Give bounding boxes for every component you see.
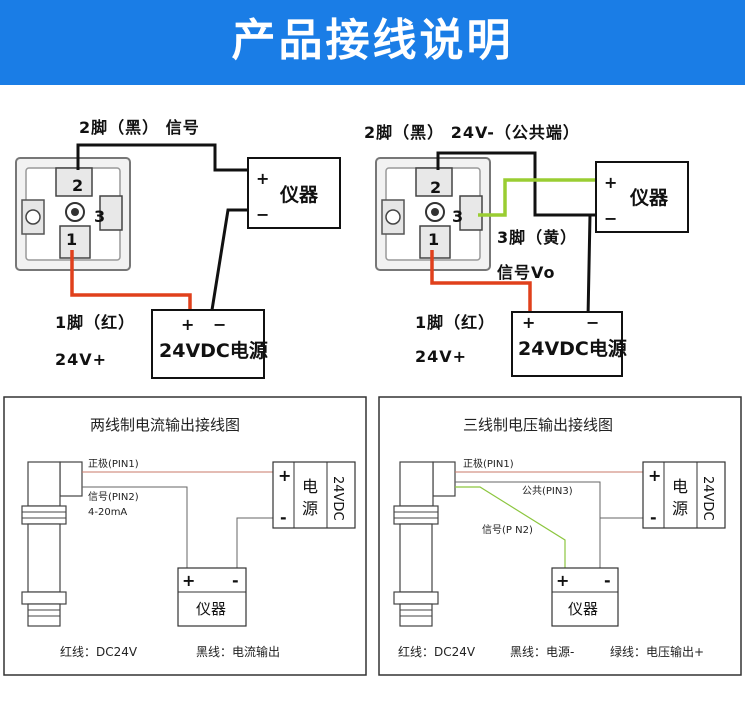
legend-green: 绿线：电压输出+ bbox=[610, 644, 704, 659]
signal-wire bbox=[82, 486, 188, 568]
instrument-minus: − bbox=[604, 209, 618, 228]
legend-black: 黑线：电源- bbox=[510, 645, 574, 659]
black-wire bbox=[76, 143, 248, 172]
return-wire bbox=[236, 517, 273, 568]
red-wire bbox=[430, 250, 532, 318]
instrument-label: 仪器 bbox=[279, 184, 319, 206]
com-label: 公共(PIN3) bbox=[522, 485, 573, 497]
panel-title: 两线制电流输出接线图 bbox=[90, 416, 240, 434]
supply-label: 24VDC电源 bbox=[518, 337, 627, 360]
meter-plus: + bbox=[556, 571, 569, 590]
instrument-box-top-right bbox=[595, 161, 689, 233]
black-wire bbox=[436, 151, 596, 217]
legend-red: 红线：DC24V bbox=[60, 644, 138, 659]
pin-number-3: 3 bbox=[94, 207, 106, 226]
meter-box-bottom-left bbox=[177, 567, 247, 627]
green-wire bbox=[478, 178, 596, 217]
pos-label: 正极(PIN1) bbox=[88, 457, 139, 470]
voltage-plus-label: 24V+ bbox=[415, 347, 467, 366]
meter-plus: + bbox=[182, 571, 195, 590]
connector-plug-right: 2 3 1 bbox=[375, 157, 491, 271]
top-right-diagram: 2 3 1 + − 仪器 + − 24VDC电源 2脚（黑） 24V-（公共端）… bbox=[364, 123, 689, 377]
black-wire-supply bbox=[210, 208, 248, 318]
supply-minus: - bbox=[280, 508, 287, 527]
instrument-minus: − bbox=[256, 205, 270, 224]
supply-plus: + bbox=[648, 466, 661, 485]
supply-box-bottom-right bbox=[642, 461, 726, 529]
voltage-plus-label: 24V+ bbox=[55, 350, 107, 369]
panel-title: 三线制电压输出接线图 bbox=[463, 416, 613, 434]
pin-number-2: 2 bbox=[72, 176, 84, 195]
supply-box-bottom-left bbox=[272, 461, 356, 529]
meter-box-bottom-right bbox=[551, 567, 619, 627]
bottom-left-panel: 两线制电流输出接线图 + - 电 源 24VDC + - bbox=[3, 396, 367, 676]
pos-label: 正极(PIN1) bbox=[463, 457, 514, 470]
transmitter-drawing bbox=[393, 461, 456, 627]
supply-label: 24VDC电源 bbox=[159, 339, 268, 362]
meter-minus: - bbox=[232, 571, 239, 590]
supply-plus: + bbox=[181, 315, 195, 334]
page-title: 产品接线说明 bbox=[231, 15, 514, 66]
pin-number-1: 1 bbox=[66, 230, 78, 249]
pin1-label: 1脚（红） bbox=[55, 313, 135, 332]
supply-voltage: 24VDC bbox=[330, 476, 345, 521]
title-banner bbox=[0, 0, 745, 85]
connector-plug-left: 2 3 1 bbox=[15, 157, 131, 271]
supply-minus: - bbox=[650, 508, 657, 527]
supply-plus: + bbox=[278, 466, 291, 485]
supply-char-2: 源 bbox=[672, 499, 688, 518]
supply-minus: − bbox=[586, 313, 600, 332]
supply-char-2: 源 bbox=[302, 499, 318, 518]
supply-voltage: 24VDC bbox=[700, 476, 715, 521]
range-label: 4-20mA bbox=[88, 507, 127, 518]
meter-label: 仪器 bbox=[568, 600, 598, 618]
pin3-label: 3脚（黄） bbox=[497, 228, 577, 247]
red-wire bbox=[70, 250, 192, 318]
supply-minus: − bbox=[213, 315, 227, 334]
pin2-label: 2脚（黑） 24V-（公共端） bbox=[364, 123, 580, 142]
instrument-box-top-left bbox=[247, 157, 341, 229]
legend-black: 黑线：电流输出 bbox=[196, 644, 280, 659]
instrument-plus: + bbox=[604, 173, 618, 192]
instrument-plus: + bbox=[256, 169, 270, 188]
green-thin-wire bbox=[455, 486, 566, 568]
supply-box-top-right bbox=[511, 311, 623, 377]
sig-label: 信号(P N2) bbox=[482, 524, 533, 536]
pin-number-2: 2 bbox=[430, 178, 442, 197]
common-wire bbox=[455, 481, 643, 519]
meter-minus: - bbox=[604, 571, 611, 590]
instrument-label: 仪器 bbox=[629, 187, 669, 209]
pin-number-1: 1 bbox=[428, 230, 440, 249]
bottom-right-panel: 三线制电压输出接线图 + - 电 源 24VDC + - 仪器 正极(PIN1 bbox=[378, 396, 742, 676]
black-wire-supply bbox=[586, 213, 596, 319]
supply-plus: + bbox=[522, 313, 536, 332]
legend-red: 红线：DC24V bbox=[398, 644, 476, 659]
supply-box-top-left bbox=[151, 309, 265, 379]
supply-char-1: 电 bbox=[302, 477, 318, 496]
meter-label: 仪器 bbox=[196, 600, 226, 618]
supply-char-1: 电 bbox=[672, 477, 688, 496]
transmitter-drawing bbox=[21, 461, 83, 627]
pin2-label: 2脚（黑） 信号 bbox=[79, 118, 200, 137]
sig-label: 信号(PIN2) bbox=[88, 491, 139, 503]
top-left-diagram: 2 3 1 + − 仪器 + − 24VDC电源 2脚（黑） 信号 1脚（红） … bbox=[15, 118, 341, 379]
pin1-label: 1脚（红） bbox=[415, 313, 495, 332]
signal-label: 信号Vo bbox=[497, 263, 556, 282]
pin-number-3: 3 bbox=[452, 207, 464, 226]
